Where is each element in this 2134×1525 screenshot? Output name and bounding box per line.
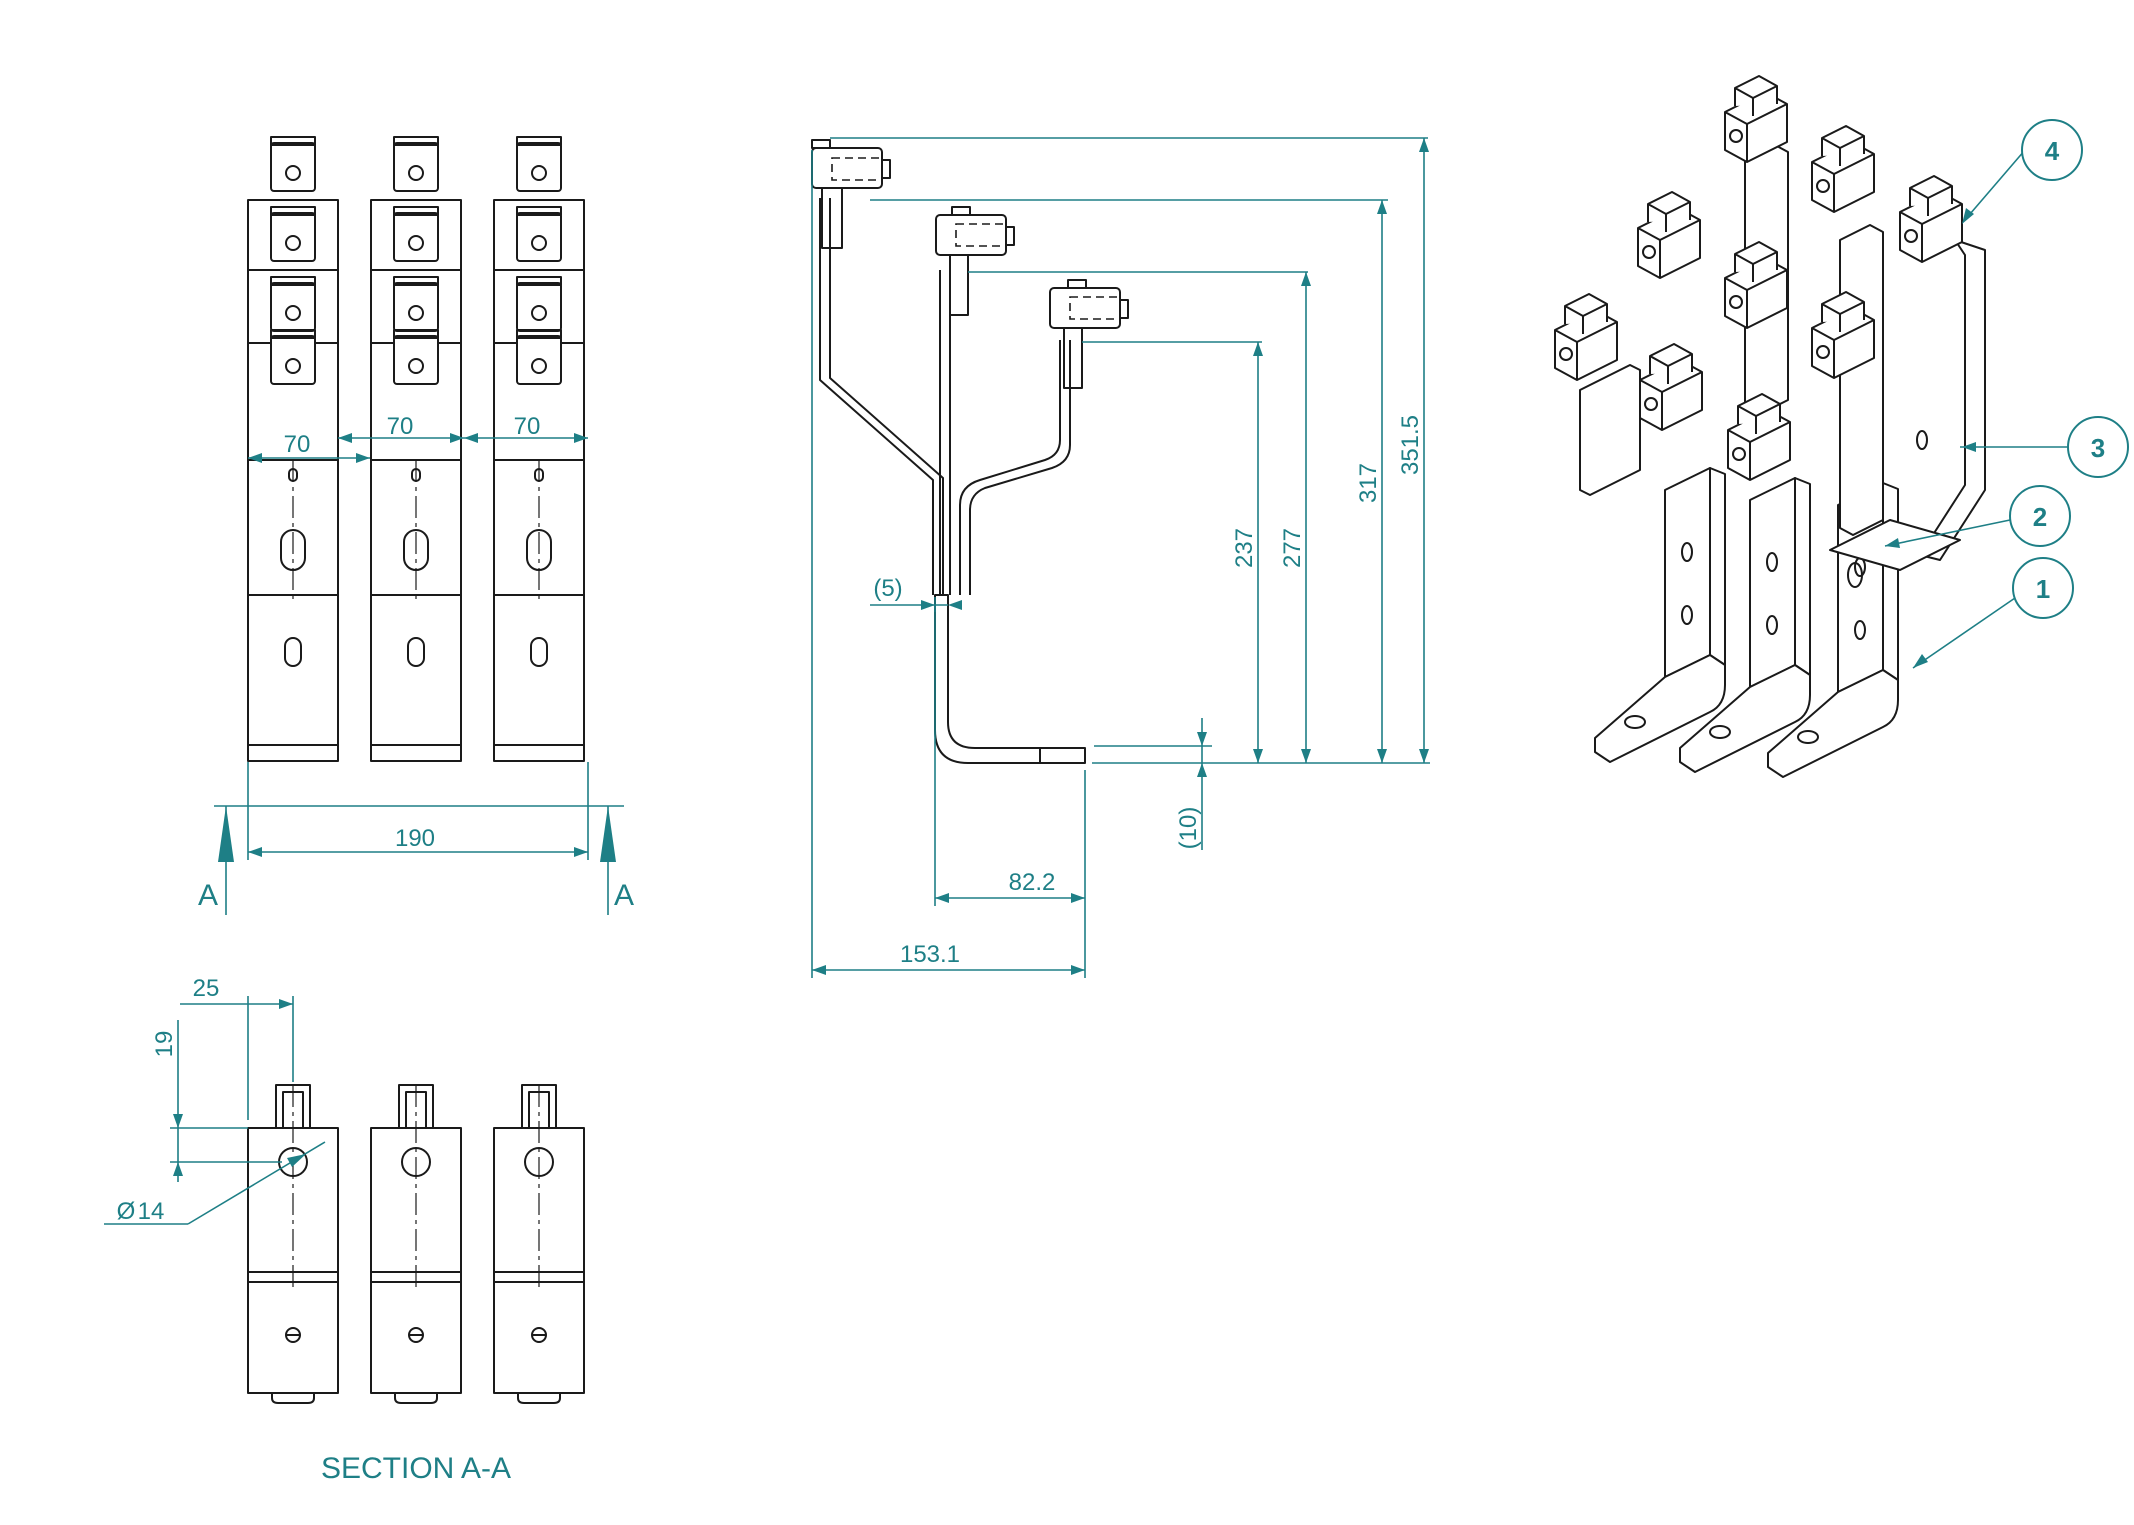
offset-dimension: (5) (870, 575, 962, 612)
depth-82-label: 82.2 (1009, 869, 1056, 896)
diameter-symbol: Ø (117, 1198, 136, 1225)
section-marker-right: A (614, 879, 634, 912)
height-351-label: 351.5 (1397, 415, 1424, 475)
balloon-4: 4 (2045, 136, 2060, 166)
height-277-label: 277 (1279, 528, 1306, 568)
section-title: SECTION A-A (321, 1452, 511, 1485)
pitch-dimensions: 70 70 70 (248, 413, 588, 463)
section-bar-1 (247, 1084, 339, 1404)
height-237-label: 237 (1231, 528, 1258, 568)
hole-diameter-label: 14 (138, 1198, 165, 1225)
thickness-label: (10) (1175, 807, 1202, 850)
balloon-2: 2 (2033, 502, 2047, 532)
side-view: 237 277 317 351.5 (10) (5) (811, 137, 1430, 978)
thickness-dimension: (10) (1175, 718, 1207, 850)
height-dimensions: 237 277 317 351.5 (830, 137, 1430, 764)
dim-25-label: 25 (193, 975, 220, 1002)
balloon-1: 1 (2036, 574, 2050, 604)
height-317-label: 317 (1355, 463, 1382, 503)
busbar-front-2 (370, 136, 462, 762)
offset-label: (5) (873, 575, 902, 602)
section-bar-2 (370, 1084, 462, 1404)
overall-width-label: 190 (395, 825, 435, 852)
depth-dimensions: 82.2 153.1 (811, 150, 1086, 978)
overall-width-dimension: 190 A A (198, 762, 634, 915)
pitch-label-3: 70 (514, 413, 541, 440)
section-bar-3 (493, 1084, 585, 1404)
section-view: 25 19 Ø 14 SECTION A-A (104, 975, 585, 1485)
section-dimensions: 25 19 Ø 14 (104, 975, 326, 1225)
front-view: 70 70 70 190 A A (198, 136, 634, 915)
busbar-front-3 (493, 136, 585, 762)
balloon-3: 3 (2091, 433, 2105, 463)
section-marker-left: A (198, 879, 218, 912)
dim-19-label: 19 (151, 1031, 178, 1058)
depth-153-label: 153.1 (900, 941, 960, 968)
pitch-label-2: 70 (387, 413, 414, 440)
busbar-front-1 (247, 136, 339, 762)
part-balloons: 4 3 2 1 (1884, 119, 2129, 669)
isometric-view: 4 3 2 1 (1554, 75, 2129, 778)
pitch-label-1: 70 (284, 431, 311, 458)
